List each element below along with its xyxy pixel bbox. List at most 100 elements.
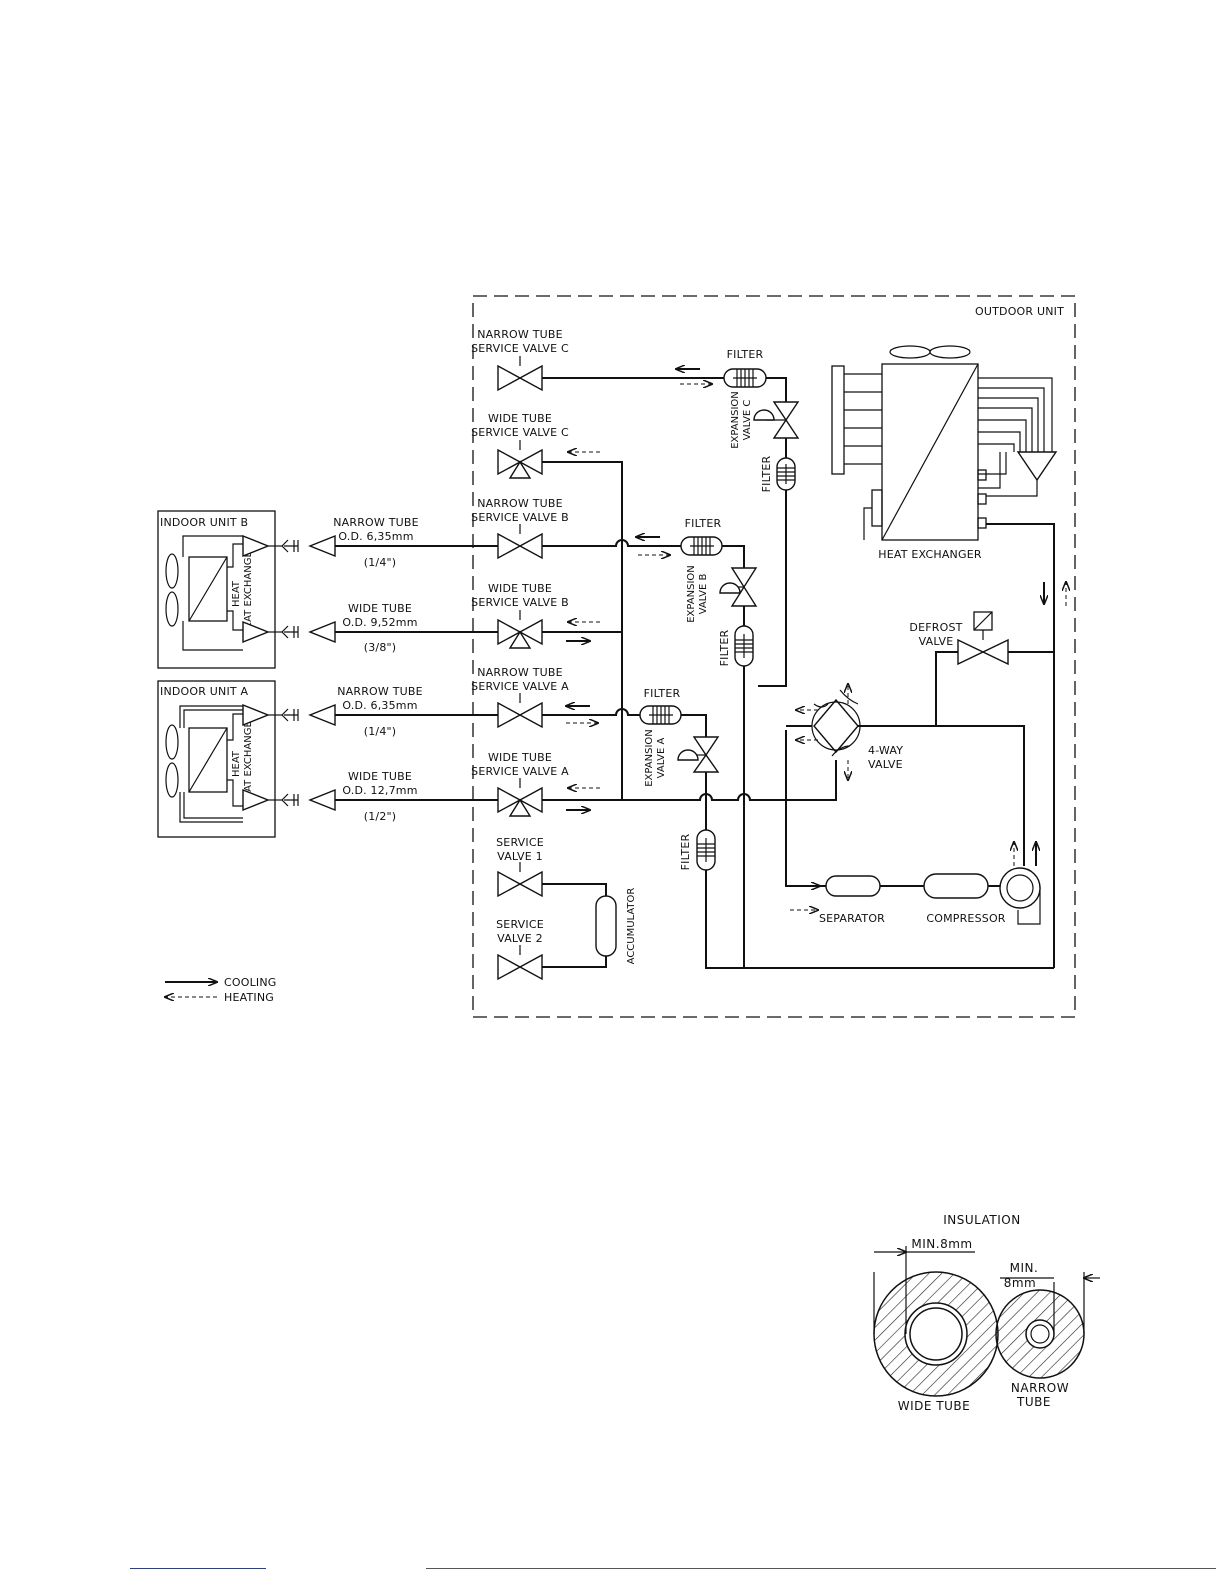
svg-text:VALVE 2: VALVE 2 [497,932,543,945]
outdoor-piping [542,377,1055,969]
filter-label: FILTER [727,348,764,361]
fan-icon [165,724,179,798]
filter-label: FILTER [718,629,731,666]
filter-c-vertical: FILTER [760,455,796,492]
svg-text:SERVICE VALVE C: SERVICE VALVE C [471,426,569,439]
insulation-narrow-label-2: TUBE [1016,1395,1051,1409]
svg-text:VALVE A: VALVE A [656,737,667,778]
svg-text:VALVE B: VALVE B [698,574,709,615]
filter-label: FILTER [685,517,722,530]
fan-icon [889,345,971,359]
expansion-valve-b: EXPANSION VALVE B [686,565,758,623]
insulation-detail: INSULATION MIN.8mm MIN. 8mm WIDE TUBE NA… [873,1213,1100,1413]
narrow-service-valve-a: NARROW TUBE SERVICE VALVE A [471,666,569,729]
filter-c-horizontal: FILTER [723,348,767,388]
expansion-valve-c: EXPANSION VALVE C [730,391,800,449]
tube-a-narrow-od: O.D. 6,35mm [342,699,417,712]
tube-b-wide-od: O.D. 9,52mm [342,616,417,629]
tube-b-narrow-od: O.D. 6,35mm [338,530,413,543]
tube-a-wide-inch: (1/2") [364,810,397,823]
insulation-wide-label: WIDE TUBE [898,1399,970,1413]
svg-text:EXPANSION: EXPANSION [644,729,655,787]
outdoor-unit-boundary [472,295,1076,1018]
flare-connector-icon [242,788,270,812]
svg-text:SEPARATOR: SEPARATOR [819,912,885,925]
heat-exchanger-b-label: HEAT EXCHANGER [243,544,254,636]
flare-connector-icon [242,620,270,644]
svg-text:VALVE C: VALVE C [742,400,753,441]
svg-text:SERVICE VALVE C: SERVICE VALVE C [471,342,569,355]
interconnect-tubes [268,534,498,812]
wide-service-valve-c: WIDE TUBE SERVICE VALVE C [471,412,569,479]
heat-exchanger-b-icon [188,556,228,622]
four-way-valve: 4-WAY VALVE [786,689,903,771]
svg-text:COMPRESSOR: COMPRESSOR [926,912,1005,925]
svg-text:SERVICE VALVE A: SERVICE VALVE A [471,680,569,693]
svg-text:SERVICE VALVE A: SERVICE VALVE A [471,765,569,778]
indoor-unit-a: INDOOR UNIT A HEAT HEAT EXCHANGER [157,680,276,838]
svg-text:4-WAY: 4-WAY [868,744,903,757]
outdoor-unit-title: OUTDOOR UNIT [975,305,1064,318]
legend-heating: HEATING [224,991,274,1004]
outdoor-heat-exchanger: HEAT EXCHANGER [831,345,1058,561]
narrow-service-valve-b: NARROW TUBE SERVICE VALVE B [471,497,569,560]
svg-text:NARROW TUBE: NARROW TUBE [477,666,563,679]
filter-a-vertical: FILTER [679,829,716,871]
svg-text:WIDE TUBE: WIDE TUBE [488,412,552,425]
svg-text:SERVICE: SERVICE [496,836,544,849]
footer-rule [426,1568,1216,1569]
svg-text:WIDE TUBE: WIDE TUBE [488,582,552,595]
tube-b-narrow-inch: (1/4") [364,556,397,569]
heat-exchanger-a-icon [188,727,228,793]
filter-label: FILTER [679,833,692,870]
svg-text:SERVICE VALVE B: SERVICE VALVE B [471,511,569,524]
svg-text:WIDE TUBE: WIDE TUBE [488,751,552,764]
accumulator: ACCUMULATOR [595,888,637,965]
compressor: COMPRESSOR [923,867,1041,925]
svg-text:NARROW TUBE: NARROW TUBE [477,328,563,341]
tube-b-wide-name: WIDE TUBE [348,602,412,615]
insulation-narrow-label-1: NARROW [1011,1381,1069,1395]
svg-text:EXPANSION: EXPANSION [730,391,741,449]
indoor-unit-b-box [157,510,276,669]
insulation-min-narrow-1: MIN. [1010,1261,1039,1275]
heat-exchanger-a-label: HEAT EXCHANGER [243,714,254,806]
svg-text:SERVICE VALVE B: SERVICE VALVE B [471,596,569,609]
tube-a-wide-name: WIDE TUBE [348,770,412,783]
union-connector-icon [281,539,299,807]
fan-icon [165,553,179,627]
flare-connector-icon [242,534,270,558]
legend-cooling: COOLING [224,976,277,989]
wide-service-valve-a: WIDE TUBE SERVICE VALVE A [471,751,569,817]
svg-text:VALVE: VALVE [868,758,903,771]
insulation-min-narrow-2: 8mm [1004,1276,1037,1290]
tube-a-wide-od: O.D. 12,7mm [342,784,417,797]
svg-text:EXPANSION: EXPANSION [686,565,697,623]
svg-text:VALVE 1: VALVE 1 [497,850,543,863]
svg-text:NARROW TUBE: NARROW TUBE [477,497,563,510]
tube-a-narrow-inch: (1/4") [364,725,397,738]
filter-label: FILTER [644,687,681,700]
filter-label: FILTER [760,455,773,492]
cooling-arrows [566,369,1044,886]
narrow-service-valve-c: NARROW TUBE SERVICE VALVE C [471,328,569,392]
tube-b-wide-inch: (3/8") [364,641,397,654]
outdoor-heat-exchanger-label: HEAT EXCHANGER [878,548,982,561]
service-valve-1: SERVICE VALVE 1 [496,836,544,898]
indoor-unit-a-title: INDOOR UNIT A [160,685,249,698]
filter-a-horizontal: FILTER [639,687,682,725]
heating-arrows [566,384,1066,910]
service-valve-2: SERVICE VALVE 2 [496,918,544,981]
defrost-valve: DEFROST VALVE [909,611,1009,666]
indoor-unit-b-title: INDOOR UNIT B [160,516,248,529]
heat-exchanger-b-label-1: HEAT [231,580,242,607]
legend: COOLING HEATING [165,976,277,1004]
svg-text:HEAT: HEAT [231,750,242,777]
indoor-unit-a-box [157,680,276,838]
filter-b-horizontal: FILTER [680,517,723,556]
svg-text:ACCUMULATOR: ACCUMULATOR [626,888,637,965]
indoor-unit-b: INDOOR UNIT B HEAT HEAT EXCHANGER [157,510,276,669]
svg-text:SERVICE: SERVICE [496,918,544,931]
footer-link-underline [130,1568,266,1569]
